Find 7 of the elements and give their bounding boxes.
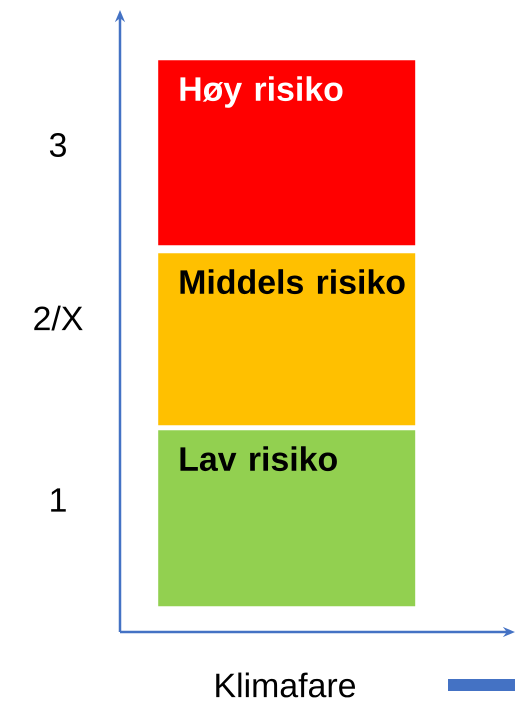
- axis-label: Klimafare: [216, 672, 355, 698]
- risk-box: Middels risiko: [158, 253, 416, 426]
- risk-box: Høy risiko: [158, 60, 416, 246]
- axis-label: 2/X: [34, 306, 83, 330]
- risk-box: Lav risiko: [158, 430, 416, 606]
- axis-label: 3: [50, 133, 66, 157]
- axis-label: 1: [51, 488, 66, 512]
